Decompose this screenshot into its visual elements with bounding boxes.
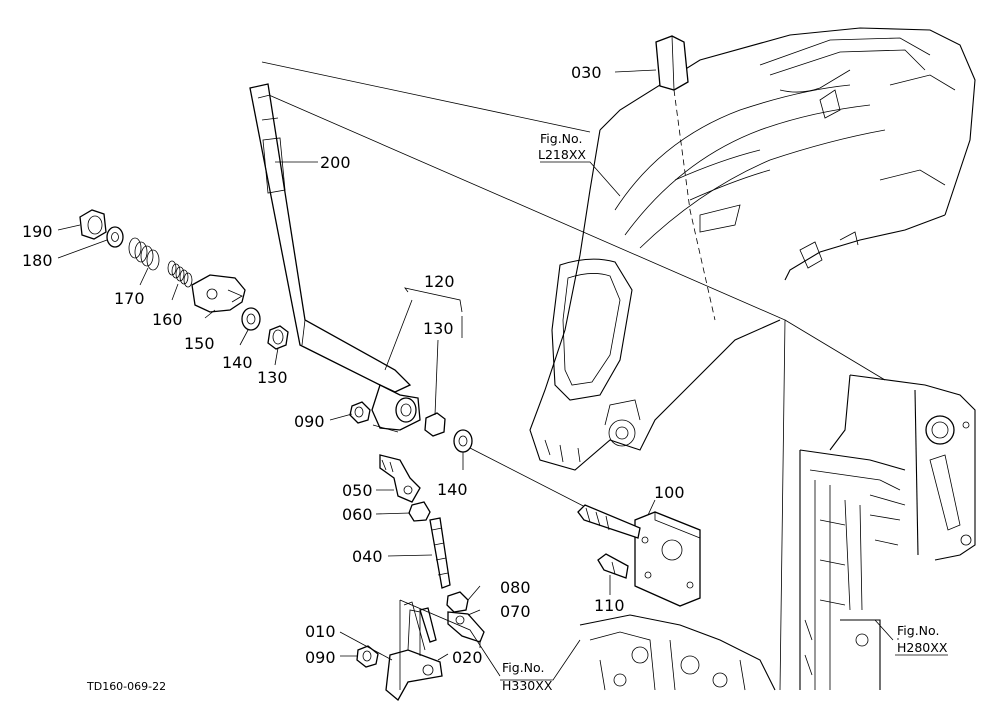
callout-100: 100 (654, 483, 685, 502)
pivot-hardware (349, 401, 641, 536)
fig-ref-h280-line1: Fig.No. (897, 623, 939, 638)
callout-170: 170 (114, 289, 145, 308)
guide-lines (261, 61, 886, 691)
callout-130-right: 130 (423, 319, 454, 338)
callout-190: 190 (22, 222, 53, 241)
callout-060: 060 (342, 505, 373, 524)
callout-080: 080 (500, 578, 531, 597)
callout-050: 050 (342, 481, 373, 500)
callout-030: 030 (571, 63, 602, 82)
spring-stack (79, 209, 289, 350)
fender-housing (529, 27, 976, 471)
callout-150: 150 (184, 334, 215, 353)
callout-200: 200 (320, 153, 351, 172)
callout-180: 180 (22, 251, 53, 270)
shift-knob (655, 35, 716, 321)
figure-refs: Fig.No. L218XX Fig.No. H280XX Fig.No. H3… (502, 131, 948, 693)
drawing-code: TD160-069-22 (86, 680, 166, 693)
callout-090-bottom: 090 (305, 648, 336, 667)
hydraulic-valve (579, 614, 776, 691)
transmission-housing (799, 374, 976, 690)
callout-020: 020 (452, 648, 483, 667)
callout-160: 160 (152, 310, 183, 329)
fig-ref-h330-line2: H330XX (502, 678, 553, 693)
callout-labels: 030 200 190 180 170 160 150 140 130 120 … (22, 63, 685, 667)
fig-ref-l218-line1: Fig.No. (540, 131, 582, 146)
callout-120: 120 (424, 272, 455, 291)
callout-040: 040 (352, 547, 383, 566)
callout-130-left: 130 (257, 368, 288, 387)
fig-ref-h280-line2: H280XX (897, 640, 948, 655)
callout-110: 110 (594, 596, 625, 615)
callout-140-right: 140 (437, 480, 468, 499)
rod-assembly (379, 454, 485, 648)
fig-ref-h330-line1: Fig.No. (502, 660, 544, 675)
lower-bracket (356, 599, 501, 702)
fig-ref-l218-line2: L218XX (538, 147, 586, 162)
callout-010: 010 (305, 622, 336, 641)
control-lever (249, 83, 421, 433)
bracket-plate (577, 504, 701, 607)
callout-140-left: 140 (222, 353, 253, 372)
callout-090-top: 090 (294, 412, 325, 431)
callout-070: 070 (500, 602, 531, 621)
leader-lines (57, 69, 948, 681)
